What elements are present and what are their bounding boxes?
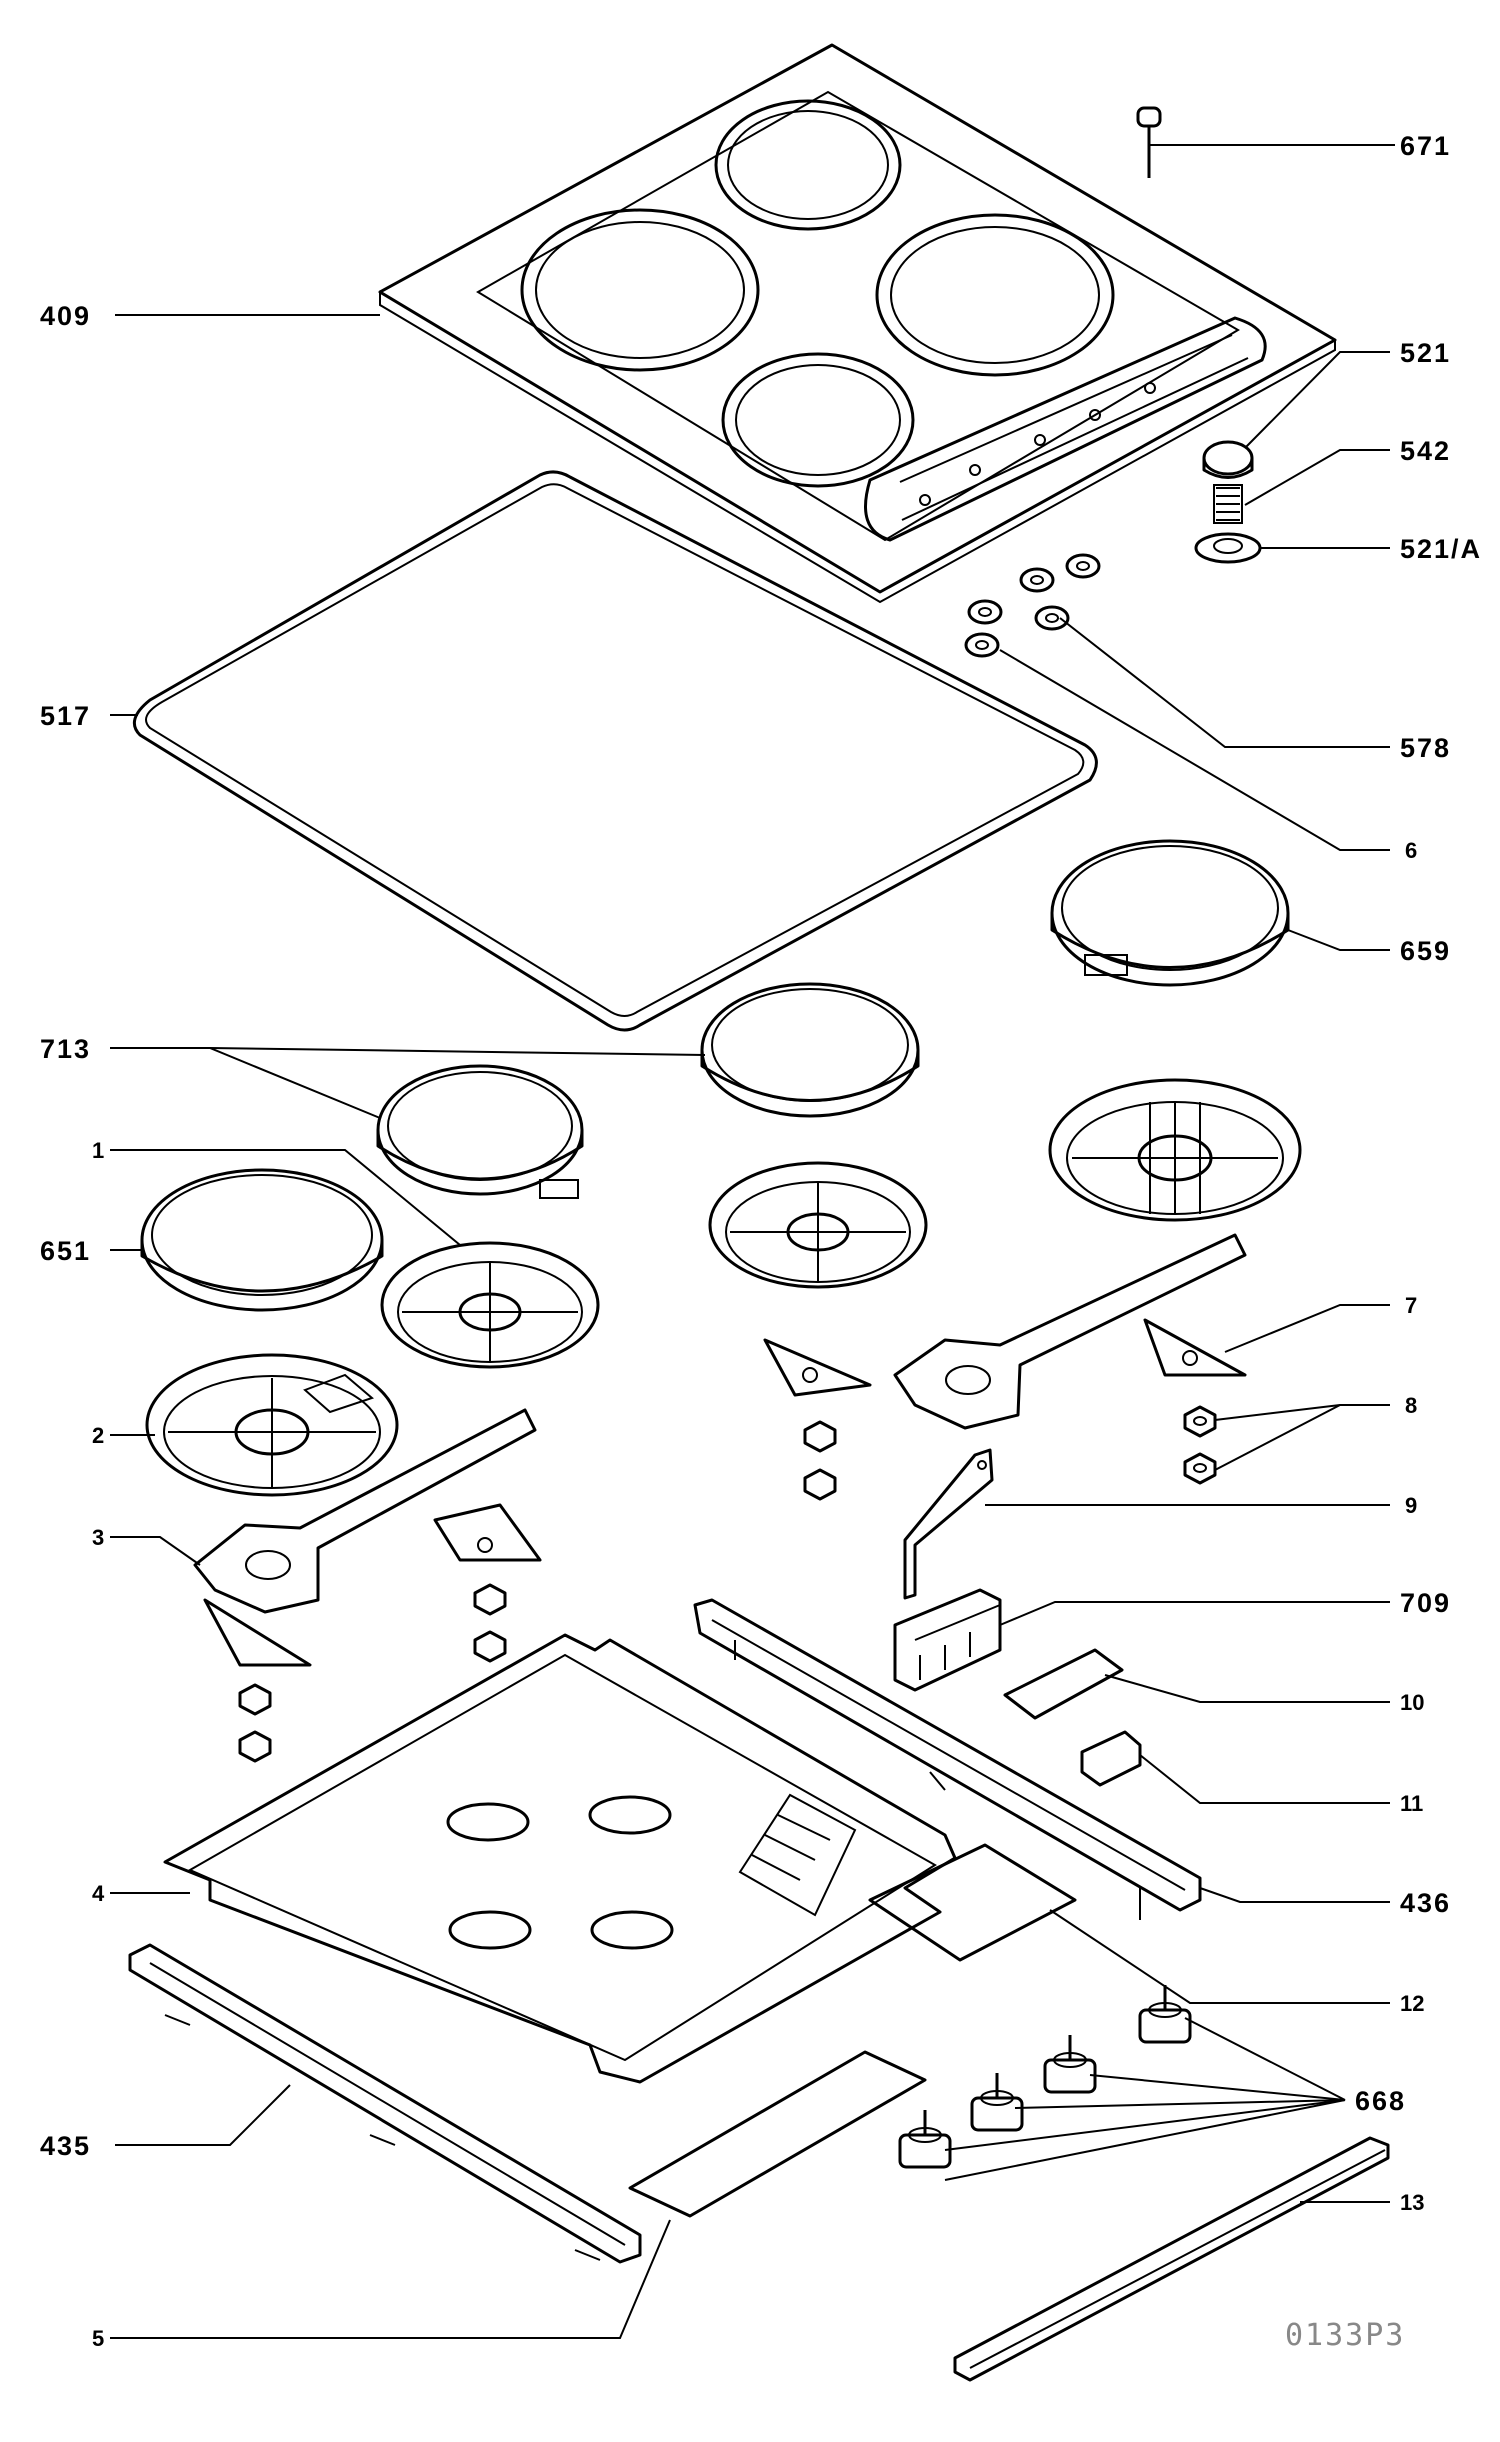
bracket-3 [193, 1408, 537, 1614]
drawing-reference: 0133P3 [1285, 2318, 1405, 2353]
plate-10 [1003, 1648, 1124, 1720]
support-ring-1 [380, 1241, 600, 1369]
hotplate-713-right [700, 982, 920, 1118]
rear-strip-13 [953, 2136, 1390, 2382]
indicator-lamp-671 [1136, 106, 1162, 178]
label-4: 4 [92, 1881, 105, 1906]
label-668: 668 [1355, 2086, 1406, 2116]
label-521a: 521/A [1400, 534, 1482, 564]
rail-436 [693, 1598, 1202, 1920]
knob-cap-521 [1202, 440, 1254, 479]
callout-labels: 671 409 521 542 521/A 517 578 6 659 713 … [40, 131, 1482, 2351]
label-7: 7 [1405, 1293, 1417, 1318]
label-659: 659 [1400, 936, 1451, 966]
front-trim-435 [128, 1943, 642, 2264]
panel-5 [628, 2050, 927, 2218]
label-671: 671 [1400, 131, 1451, 161]
energy-regulators-668 [898, 1985, 1192, 2169]
bracket-7 [893, 1233, 1247, 1430]
support-ring-2 [145, 1353, 399, 1497]
label-5: 5 [92, 2326, 104, 2351]
hotplate-651 [140, 1168, 384, 1312]
label-8: 8 [1405, 1393, 1417, 1418]
rating-label [738, 1793, 857, 1917]
base-tray-4 [163, 1633, 1077, 2084]
nuts-8 [238, 1405, 1217, 1763]
label-578: 578 [1400, 733, 1451, 763]
clip-11 [1080, 1730, 1142, 1787]
label-436: 436 [1400, 1888, 1451, 1918]
label-10: 10 [1400, 1690, 1424, 1715]
triangle-plates [203, 1318, 1247, 1667]
leader-lines [110, 144, 1395, 2339]
support-ring-center [708, 1161, 928, 1289]
cooktop-plate-409 [378, 43, 1337, 604]
gasket-517 [132, 470, 1098, 1032]
label-9: 9 [1405, 1493, 1417, 1518]
support-ring-right [1048, 1078, 1302, 1222]
bracket-9 [903, 1448, 994, 1600]
label-517: 517 [40, 701, 91, 731]
label-13: 13 [1400, 2190, 1424, 2215]
hotplate-659 [1050, 839, 1290, 987]
label-2: 2 [92, 1423, 104, 1448]
label-713: 713 [40, 1034, 91, 1064]
label-709: 709 [1400, 1588, 1451, 1618]
label-1: 1 [92, 1138, 104, 1163]
label-11: 11 [1400, 1791, 1423, 1816]
label-435: 435 [40, 2131, 91, 2161]
washers-578 [964, 553, 1101, 658]
label-542: 542 [1400, 436, 1451, 466]
hotplate-713-left [376, 1064, 584, 1199]
label-12: 12 [1400, 1991, 1424, 2016]
label-6: 6 [1405, 838, 1417, 863]
label-651: 651 [40, 1236, 91, 1266]
label-409: 409 [40, 301, 91, 331]
label-3: 3 [92, 1525, 104, 1550]
spring-542 [1213, 484, 1243, 524]
label-521: 521 [1400, 338, 1451, 368]
terminal-block-709 [893, 1588, 1002, 1692]
knob-base-521a [1194, 532, 1262, 564]
